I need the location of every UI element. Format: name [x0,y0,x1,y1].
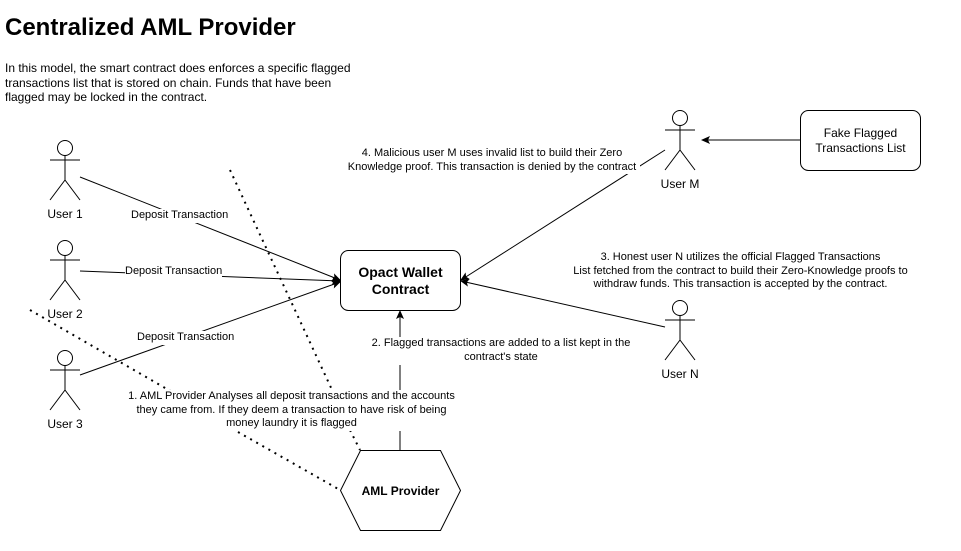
contract-label: Opact Wallet Contract [341,251,460,310]
fake-list-box [800,110,921,171]
note-step-2: 2. Flagged transactions are added to a l… [365,337,637,364]
actor-user-n [664,300,696,361]
aml-provider-hexagon [339,450,462,531]
actor-label-user-n: User N [661,367,699,381]
note-step-1: 1. AML Provider Analyses all deposit tra… [124,390,459,431]
note-step-1-line-3: money laundry it is flagged [226,417,357,429]
dotted-observe-line-2 [29,309,173,393]
actor-user-1 [49,140,81,201]
intro-text: In this model, the smart contract does e… [5,61,351,104]
dotted-observe-line-1 [229,169,334,393]
note-step-4-line-2: Knowledge proof. This transaction is den… [347,160,637,173]
actor-label-user-3: User 3 [47,417,83,431]
arrow-usern-to-contract [460,278,666,328]
note-step-2-line-2: contract's state [464,350,538,363]
arrow-user3-to-contract [79,280,341,376]
edge-label-deposit-3: Deposit Transaction [137,331,235,345]
actor-label-user-2: User 2 [47,307,83,321]
actor-user-3 [49,350,81,411]
aml-provider-label: AML Provider [361,483,440,498]
contract-label-line-1: Opact Wallet [358,263,443,280]
note-step-2-line-1: 2. Flagged transactions are added to a l… [371,337,631,349]
fake-list-label-line-2: Transactions List [815,140,906,155]
note-step-4-line-1: 4. Malicious user M uses invalid list to… [361,147,623,159]
actor-user-2 [49,240,81,301]
dotted-observe-line-1b [349,429,361,451]
arrow-user1-to-contract [79,176,341,281]
contract-box [340,250,461,311]
note-step-3: 3. Honest user N utilizes the official F… [568,251,913,292]
note-step-3-line-1: 3. Honest user N utilizes the official F… [600,251,881,263]
edge-label-deposit-1: Deposit Transaction [131,209,229,223]
dotted-observe-line-2b [237,431,341,491]
fake-list-label: Fake Flagged Transactions List [801,111,920,170]
contract-label-line-2: Contract [371,280,430,297]
edge-label-deposit-2: Deposit Transaction [125,265,223,279]
actor-user-m [664,110,696,171]
actor-label-user-m: User M [660,177,700,191]
fake-list-label-line-1: Fake Flagged [823,126,898,140]
note-step-1-line-1: 1. AML Provider Analyses all deposit tra… [128,390,455,402]
note-step-3-line-2: List fetched from the contract to build … [573,264,908,277]
page-title: Centralized AML Provider [5,14,296,41]
note-step-4: 4. Malicious user M uses invalid list to… [344,147,640,174]
actor-label-user-1: User 1 [47,207,83,221]
note-step-3-line-3: withdraw funds. This transaction is acce… [593,278,888,290]
note-step-1-line-2: they came from. If they deem a transacti… [136,403,447,416]
